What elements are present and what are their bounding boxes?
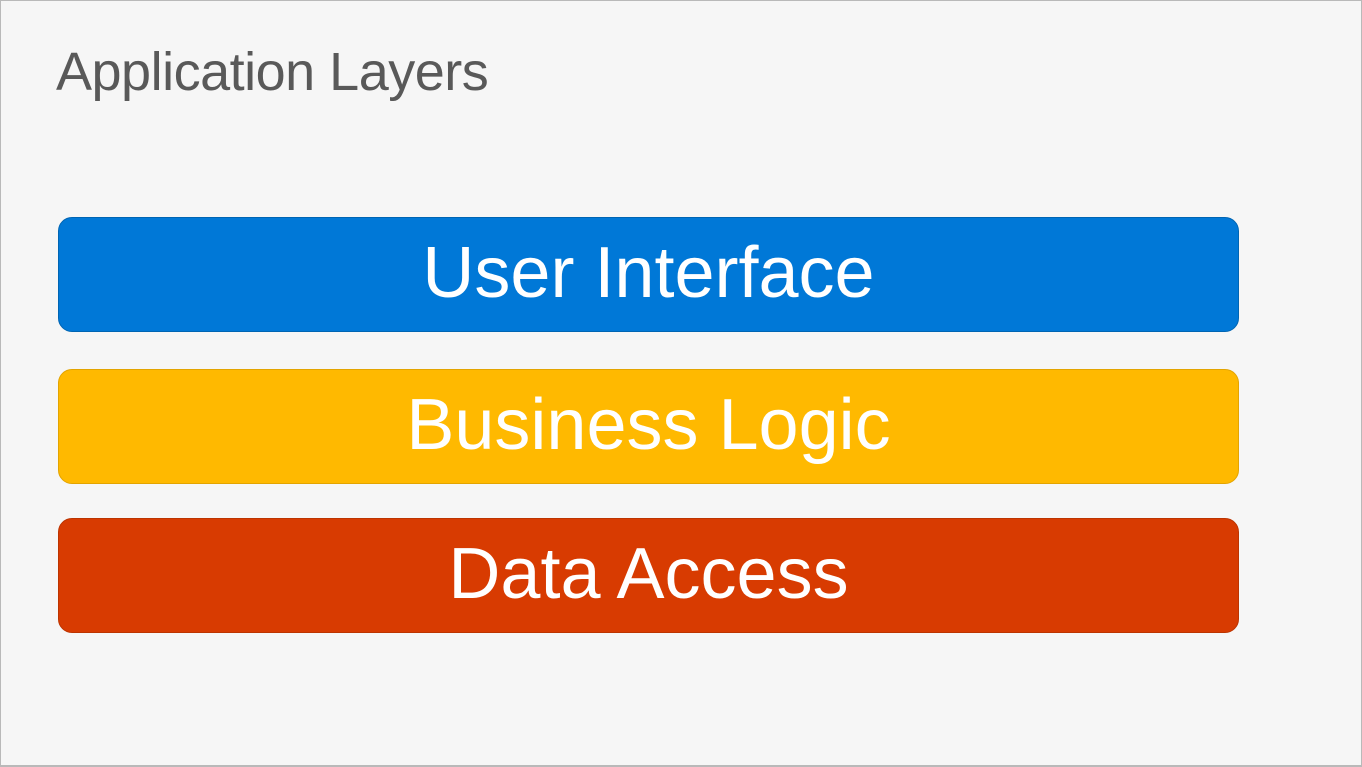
layer-label-user-interface: User Interface xyxy=(422,232,875,313)
layer-label-data-access: Data Access xyxy=(448,533,849,614)
layer-label-business-logic: Business Logic xyxy=(406,384,891,465)
layer-bar-business-logic: Business Logic xyxy=(58,369,1239,484)
layer-bar-user-interface: User Interface xyxy=(58,217,1239,332)
slide-title: Application Layers xyxy=(56,42,489,102)
layer-bar-data-access: Data Access xyxy=(58,518,1239,633)
